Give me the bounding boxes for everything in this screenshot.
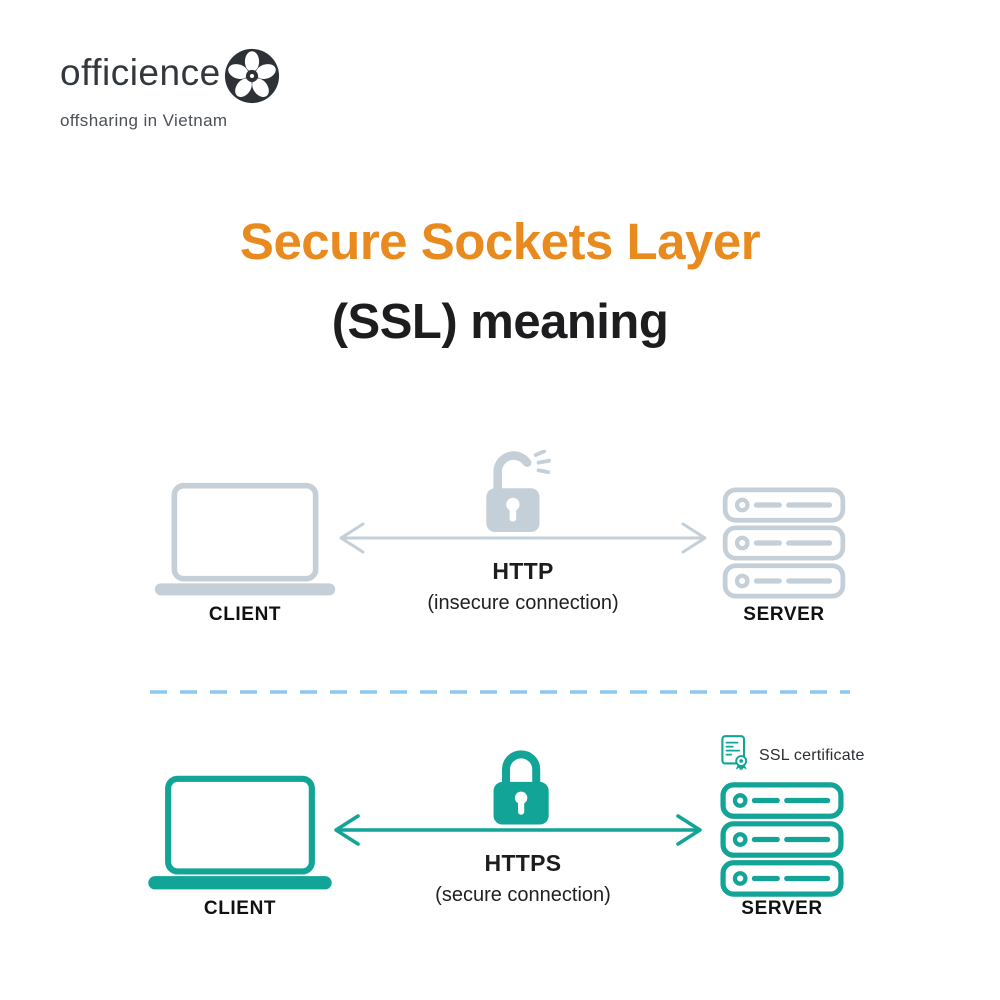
client-laptop-icon-https xyxy=(145,775,335,901)
client-laptop-icon-http xyxy=(152,482,338,606)
https-connection-caption: HTTPS (secure connection) xyxy=(373,850,673,907)
https-server-label: SERVER xyxy=(741,898,823,919)
certificate-icon xyxy=(720,732,752,779)
locked-padlock-icon xyxy=(482,748,562,835)
http-client-label: CLIENT xyxy=(208,604,282,625)
unlocked-padlock-icon xyxy=(473,449,568,543)
brand-logo: officience offsharing in Vietnam xyxy=(60,48,280,131)
server-icon-https xyxy=(720,782,844,902)
ssl-certificate-badge: SSL certificate xyxy=(720,732,865,779)
http-connection-caption: HTTP (insecure connection) xyxy=(373,558,673,615)
https-protocol-label: HTTPS xyxy=(484,850,562,876)
page-title: Secure Sockets Layer (SSL) meaning xyxy=(0,213,1000,350)
brand-tagline: offsharing in Vietnam xyxy=(60,111,228,130)
https-client-label: CLIENT xyxy=(203,898,277,919)
https-arrow xyxy=(328,812,708,853)
ssl-certificate-label: SSL certificate xyxy=(759,746,865,764)
server-icon-http xyxy=(722,487,846,604)
http-arrow xyxy=(333,520,713,561)
http-server-label: SERVER xyxy=(743,604,825,625)
http-protocol-label: HTTP xyxy=(492,558,554,584)
brand-name: officience xyxy=(60,52,221,93)
https-connection-note: (secure connection) xyxy=(435,884,611,906)
http-connection-note: (insecure connection) xyxy=(427,592,619,614)
title-line-1: Secure Sockets Layer xyxy=(239,213,761,270)
flower-logo-icon xyxy=(224,48,280,109)
title-line-2: (SSL) meaning xyxy=(331,295,669,350)
section-divider xyxy=(150,682,850,700)
